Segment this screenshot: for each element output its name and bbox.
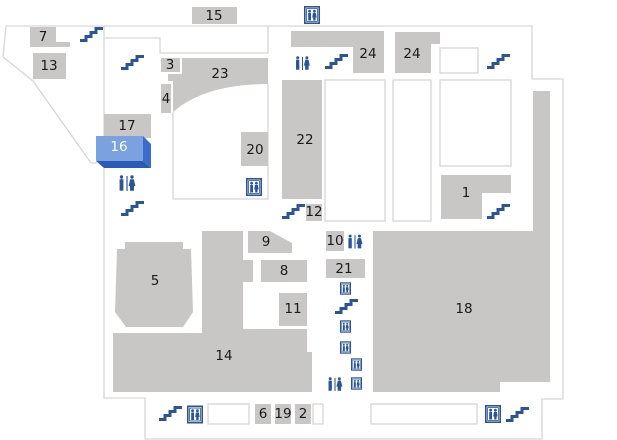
room-label: 22 [296,132,313,148]
room-2[interactable]: 2 [295,404,311,424]
empty-unit [439,79,512,167]
room-6[interactable]: 6 [255,404,271,424]
room-label: 8 [280,263,289,279]
empty-unit [392,79,432,222]
room-label: 2 [299,406,308,422]
stairs-icon[interactable] [121,55,144,70]
elevator-icon[interactable] [304,6,320,24]
room-label: 16 [110,139,127,155]
room-7[interactable]: 7 [30,27,70,47]
elevator-icon[interactable] [340,320,351,333]
room-label: 11 [284,301,301,317]
room-label: 6 [259,406,268,422]
room-label: 24 [359,46,376,62]
room-22[interactable]: 22 [282,80,322,199]
room-13[interactable]: 13 [33,53,66,79]
room-label: 9 [262,234,271,250]
room-label: 4 [162,91,171,107]
room-18[interactable]: 18 [373,91,550,392]
room-label: 18 [455,301,472,317]
room-label: 24 [403,46,420,62]
room-label: 5 [151,273,160,289]
room-label: 15 [205,8,222,24]
room-label: 10 [326,233,343,249]
elevator-icon[interactable] [485,405,501,423]
room-21[interactable]: 21 [326,259,365,278]
room-9[interactable]: 9 [248,231,292,253]
room-label: 12 [305,204,322,220]
room-label: 21 [335,261,352,277]
stairs-icon[interactable] [335,299,358,314]
room-24[interactable]: 24 [395,32,440,73]
room-3[interactable]: 3 [161,57,180,73]
elevator-icon[interactable] [340,341,351,354]
restroom-icon[interactable] [348,234,363,249]
restroom-icon[interactable] [296,56,310,70]
stairs-icon[interactable] [325,54,348,69]
room-15[interactable]: 15 [192,7,237,24]
room-label: 19 [274,406,291,422]
elevator-icon[interactable] [351,358,362,371]
elevator-icon[interactable] [187,405,203,424]
stairs-icon[interactable] [487,54,510,69]
room-16-selected[interactable]: 16 [96,136,151,168]
room-5[interactable]: 5 [115,242,193,327]
room-20[interactable]: 20 [241,132,268,166]
room-label: 17 [118,118,135,134]
stairs-icon[interactable] [159,406,182,421]
room-17[interactable]: 17 [104,114,151,138]
room-label: 13 [40,58,57,74]
empty-unit [312,403,324,425]
empty-unit [324,79,386,222]
room-label: 14 [215,348,232,364]
room-24[interactable]: 24 [291,31,384,73]
empty-unit [370,403,478,425]
room-23[interactable]: 23 [168,58,268,112]
elevator-icon[interactable] [246,178,262,196]
stairs-icon[interactable] [121,201,144,216]
elevator-icon[interactable] [351,377,362,390]
restroom-icon[interactable] [119,175,136,191]
room-label: 23 [211,66,228,82]
stairs-icon[interactable] [487,204,510,219]
stairs-icon[interactable] [80,27,103,42]
room-8[interactable]: 8 [261,260,307,282]
room-19[interactable]: 19 [274,404,292,424]
room-10[interactable]: 10 [326,231,344,251]
restroom-icon[interactable] [328,377,343,391]
room-12[interactable]: 12 [305,204,323,221]
elevator-icon[interactable] [340,282,351,295]
empty-unit [207,403,250,425]
room-label: 20 [246,142,263,158]
stairs-icon[interactable] [506,407,529,422]
room-label: 7 [39,29,48,45]
empty-unit [439,47,479,74]
room-14[interactable]: 14 [113,231,312,392]
room-label: 3 [166,57,175,73]
room-1[interactable]: 1 [441,175,511,219]
room-4[interactable]: 4 [161,84,171,113]
room-label: 1 [462,185,471,201]
room-11[interactable]: 11 [279,293,307,326]
stairs-icon[interactable] [282,204,305,219]
